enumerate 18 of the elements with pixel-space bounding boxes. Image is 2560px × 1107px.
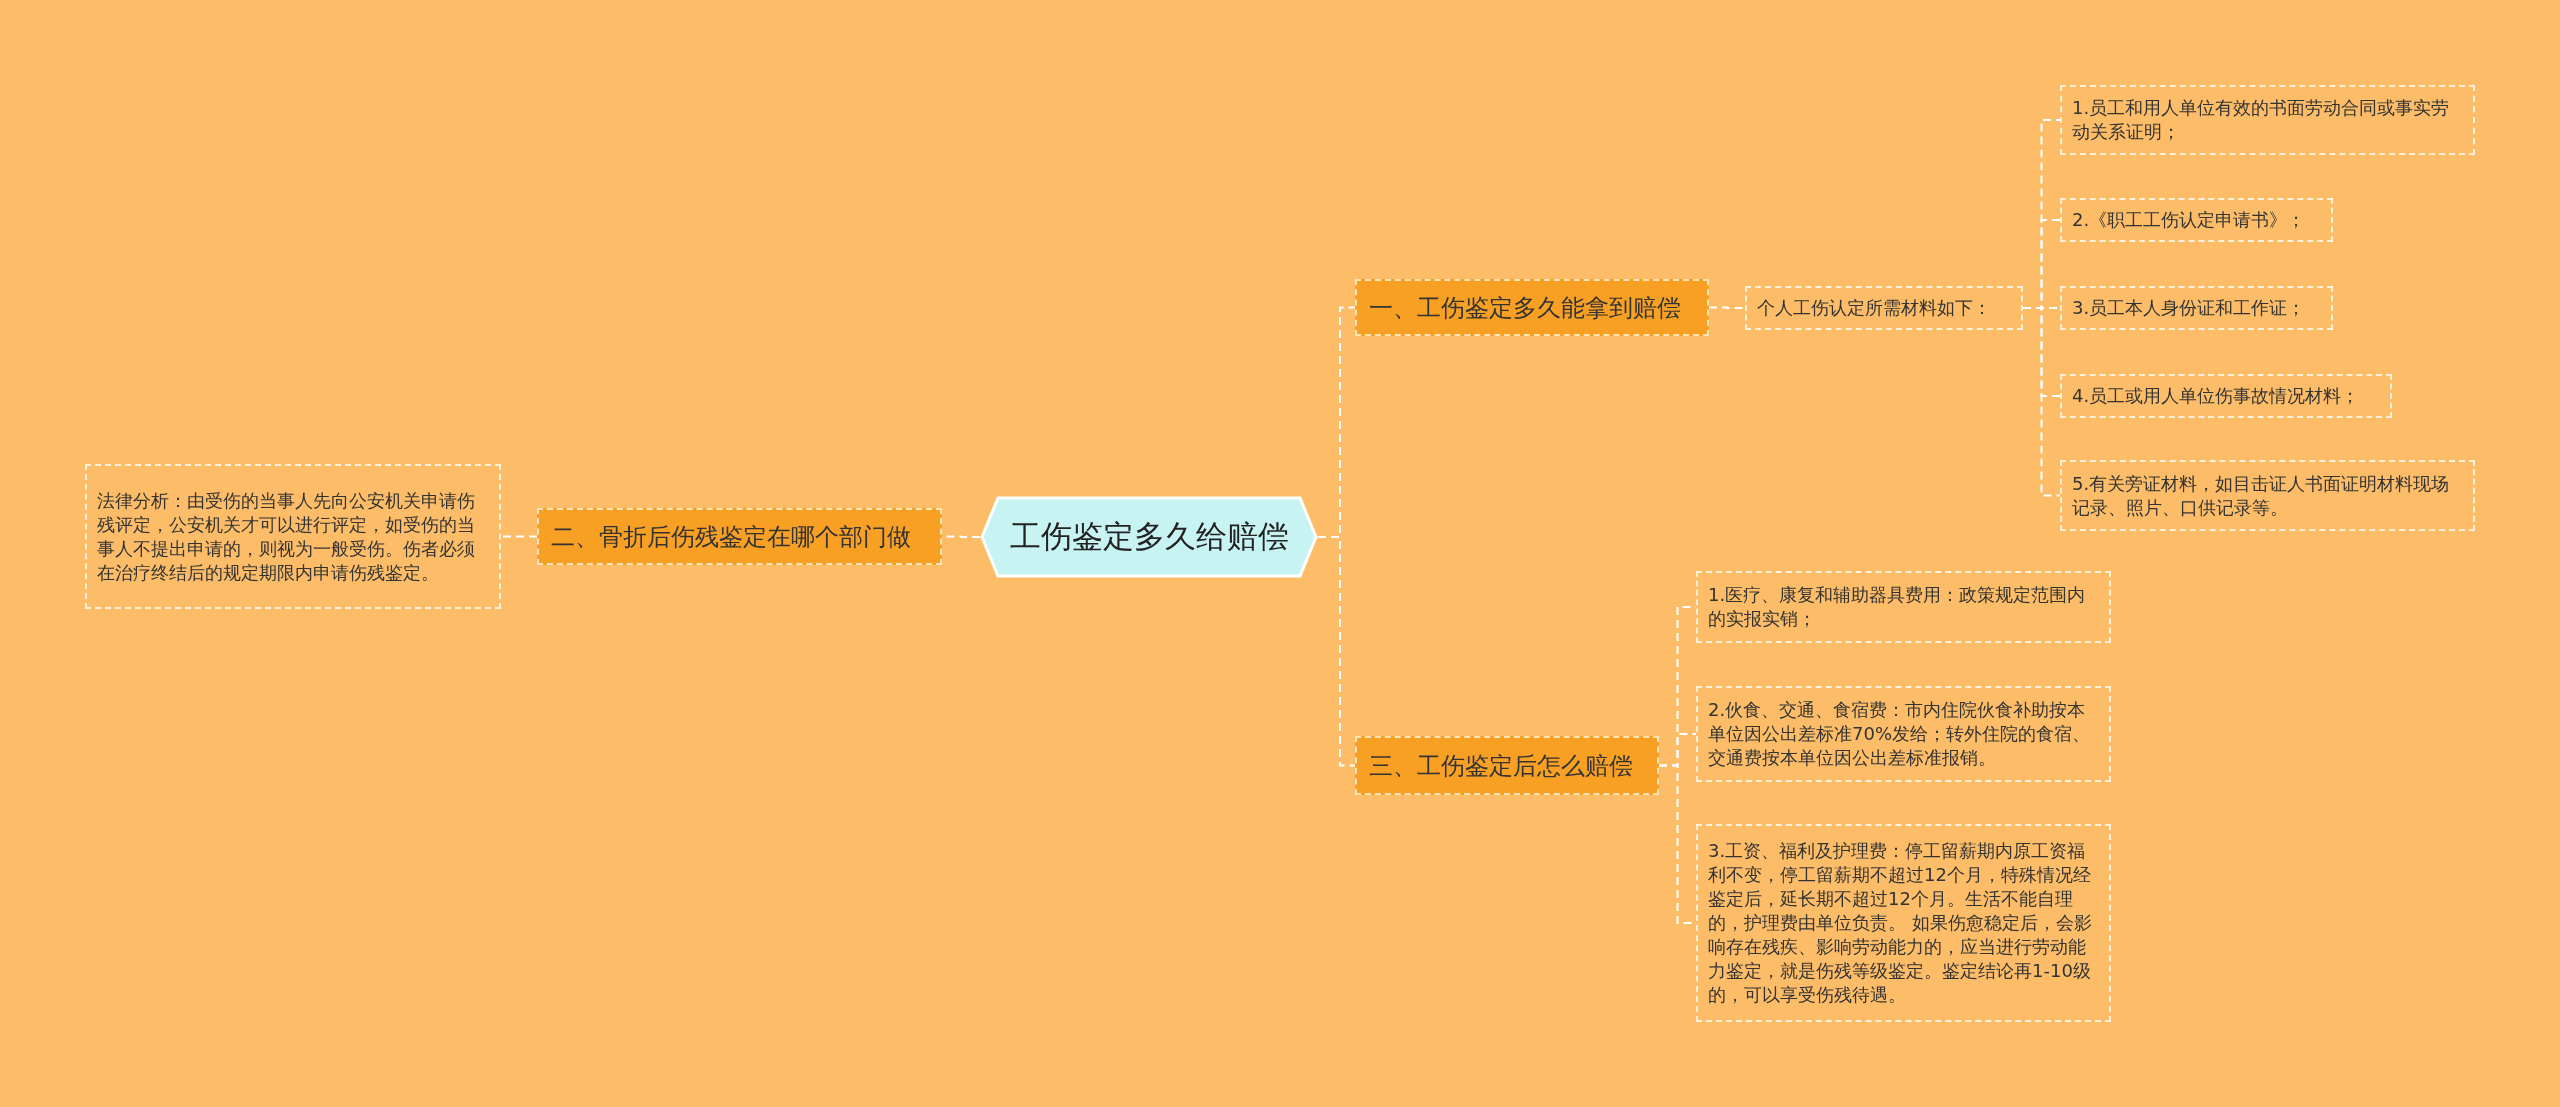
connector	[500, 535, 538, 538]
note-box: 个人工伤认定所需材料如下：	[1745, 286, 2023, 330]
note-box: 1.员工和用人单位有效的书面劳动合同或事实劳动关系证明；	[2060, 85, 2475, 155]
topic-hexagon: 工伤鉴定多久给赔偿	[980, 496, 1318, 578]
note-box: 4.员工或用人单位伤事故情况材料；	[2060, 374, 2392, 418]
branch-box: 二、骨折后伤残鉴定在哪个部门做	[537, 508, 942, 565]
connector	[2022, 307, 2061, 497]
note-box: 3.员工本人身份证和工作证；	[2060, 286, 2333, 330]
note-box: 1.医疗、康复和辅助器具费用：政策规定范围内的实报实销；	[1696, 571, 2111, 643]
note-box: 5.有关旁证材料，如目击证人书面证明材料现场记录、照片、口供记录等。	[2060, 460, 2475, 531]
branch-box: 一、工伤鉴定多久能拿到赔偿	[1355, 279, 1709, 336]
note-box: 法律分析：由受伤的当事人先向公安机关申请伤残评定，公安机关才可以进行评定，如受伤的当事人不提出申请的，则视为一般受伤。伤者必须在治疗终结后的规定期限内申请伤残鉴定。	[85, 464, 501, 609]
connector	[1708, 306, 1746, 309]
connector	[1317, 536, 1356, 767]
branch-box: 三、工伤鉴定后怎么赔偿	[1355, 736, 1659, 795]
note-box: 3.工资、福利及护理费：停工留薪期内原工资福利不变，停工留薪期不超过12个月，特殊情况经鉴定后，延长期不超过12个月。生活不能自理的，护理费由单位负责。 如果伤愈稳定后，会影响存在残疾、影响劳动能力的，应当进行劳动能力鉴定，就是伤残等级鉴定。鉴定结论再1-10级的，可以享受伤残待遇。	[1696, 824, 2111, 1022]
note-box: 2.伙食、交通、食宿费：市内住院伙食补助按本单位因公出差标准70%发给；转外住院的食宿、交通费按本单位因公出差标准报销。	[1696, 686, 2111, 782]
note-box: 2.《职工工伤认定申请书》；	[2060, 198, 2333, 242]
